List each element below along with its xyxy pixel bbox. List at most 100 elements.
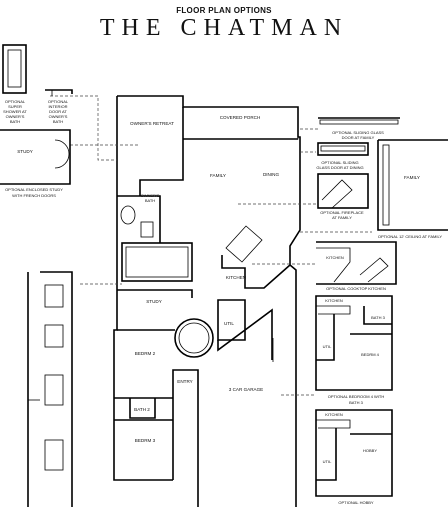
bedroom4-bedrm4-label: BEDRM 4 <box>361 352 380 357</box>
label-owners-retreat: OWNER'S RETREAT <box>130 121 174 126</box>
bedroom4-bath3-label: BATH 3 <box>371 315 385 320</box>
fireplace-hearth <box>321 179 353 209</box>
bedroom4-caption-line1: OPTIONAL BEDROOM 4 WITH <box>328 394 385 399</box>
owners-closet <box>121 242 193 282</box>
round-foyer-inner <box>178 322 210 354</box>
super-shower-line4: OWNER'S <box>6 114 25 119</box>
label-dining: DINING <box>263 172 280 177</box>
label-family: FAMILY <box>210 173 226 178</box>
bedroom4-kitchen-label: KITCHEN <box>325 298 343 303</box>
option-interior-door: OPTIONAL INTERIOR DOOR AT OWNER'S BATH <box>45 89 73 124</box>
enclosed-study-walls <box>0 129 71 185</box>
super-shower-box <box>2 44 27 94</box>
bath2-wall <box>129 398 156 419</box>
left-strip-window-1 <box>44 284 64 308</box>
left-strip-wall <box>40 271 73 507</box>
label-bedrm3: BEDRM 3 <box>135 438 156 443</box>
label-bath2: BATH 2 <box>134 407 150 412</box>
interior-door-line2: INTERIOR <box>48 104 67 109</box>
main-outer-wall-right <box>117 95 301 507</box>
sliding-family-line2: DOOR AT FAMILY <box>342 135 375 140</box>
plan-subtitle: FLOOR PLAN OPTIONS <box>176 6 272 15</box>
interior-door-line3: DOOR AT <box>49 109 67 114</box>
kitchen-counter <box>221 255 291 289</box>
super-shower-line2: SUPER <box>8 104 22 109</box>
hobby-caption: OPTIONAL HOBBY <box>338 500 374 505</box>
label-kitchen: KITCHEN <box>226 275 246 280</box>
enclosed-study-line1: OPTIONAL ENCLOSED STUDY <box>5 187 63 192</box>
fireplace-line2: AT FAMILY <box>332 215 352 220</box>
cooktop-counter <box>316 247 351 283</box>
study-wall <box>117 289 193 298</box>
hobby-room-label: HOBBY <box>363 448 377 453</box>
bedroom4-walls <box>315 295 393 391</box>
fireplace-line1: OPTIONAL FIREPLACE <box>320 210 364 215</box>
label-owners-bath-line1: OWNER'S <box>141 193 160 198</box>
bedroom4-kitchen-counter <box>316 305 351 315</box>
super-shower-stall <box>7 49 22 88</box>
leader-shower <box>50 95 117 161</box>
interior-door-wall <box>45 89 73 94</box>
hobby-kitchen-label: KITCHEN <box>325 412 343 417</box>
ceiling-family-label: FAMILY <box>404 175 420 180</box>
enclosed-study-line2: WITH FRENCH DOORS <box>12 193 56 198</box>
interior-door-line4: OWNER'S <box>49 114 68 119</box>
ceiling-caption: OPTIONAL 12' CEILING AT FAMILY <box>378 234 443 239</box>
ceiling-left-wall <box>377 140 448 231</box>
owners-bath-wall <box>117 195 161 243</box>
bath3-wall <box>363 306 392 325</box>
hobby-util-wall <box>316 428 337 481</box>
option-super-shower: OPTIONAL SUPER SHOWER AT OWNER'S BATH <box>2 44 27 124</box>
option-ceiling: FAMILY OPTIONAL 12' CEILING AT FAMILY <box>377 139 448 239</box>
label-entry: ENTRY <box>177 379 193 384</box>
label-util: UTIL <box>224 321 234 326</box>
hobby-util-label: UTIL <box>323 459 332 464</box>
option-sliding-family: OPTIONAL SLIDING GLASS DOOR AT FAMILY <box>318 117 400 140</box>
super-shower-line3: SHOWER AT <box>3 109 27 114</box>
label-covered-porch: COVERED PORCH <box>220 115 261 120</box>
interior-door-line5: BATH <box>53 119 63 124</box>
hobby-kitchen-counter <box>316 419 351 429</box>
label-study: STUDY <box>146 299 162 304</box>
sliding-dining-line2: GLASS DOOR AT DINING <box>316 165 363 170</box>
retreat-wall <box>139 107 184 196</box>
french-door-swing-1 <box>54 139 70 155</box>
bedroom4-util-wall <box>316 314 335 361</box>
entry-wall <box>172 369 199 507</box>
util-room <box>217 299 246 341</box>
french-door-swing-2 <box>54 153 70 169</box>
cooktop-kitchen-label: KITCHEN <box>326 255 344 260</box>
sliding-family-line1: OPTIONAL SLIDING GLASS <box>332 130 384 135</box>
fireplace-box <box>317 173 369 209</box>
enclosed-study-room-label: STUDY <box>17 149 33 154</box>
left-strip-window-3 <box>44 374 64 406</box>
sliding-dining-door <box>320 145 366 152</box>
bath-tub <box>120 205 136 225</box>
cooktop-island <box>359 257 389 283</box>
option-enclosed-study: STUDY OPTIONAL ENCLOSED STUDY WITH FRENC… <box>0 129 71 198</box>
super-shower-line5: BATH <box>10 119 20 124</box>
main-outer-wall-left <box>113 96 173 481</box>
option-bedroom4: KITCHEN BATH 3 UTIL BEDRM 4 OPTIONAL BED… <box>315 295 393 405</box>
label-owners-bath-line2: BATH <box>145 198 155 203</box>
option-cooktop: KITCHEN OPTIONAL COOKTOP KITCHEN <box>316 241 397 291</box>
left-strip-window-4 <box>44 439 64 471</box>
covered-porch-outline <box>182 106 299 140</box>
cooktop-caption: OPTIONAL COOKTOP KITCHEN <box>326 286 386 291</box>
cooktop-walls <box>316 241 397 285</box>
label-bedrm2: BEDRM 2 <box>135 351 156 356</box>
left-elevation-strip <box>27 271 73 507</box>
round-foyer <box>174 318 214 358</box>
bedroom4-caption-line2: BATH 3 <box>349 400 363 405</box>
plan-title: THE CHATMAN <box>99 15 349 41</box>
bedroom4-util-label: UTIL <box>323 344 332 349</box>
option-hobby: KITCHEN HOBBY UTIL OPTIONAL HOBBY <box>315 409 393 505</box>
sliding-dining-line1: OPTIONAL SLIDING <box>321 160 358 165</box>
option-fireplace: OPTIONAL FIREPLACE AT FAMILY <box>317 173 369 220</box>
sliding-family-door <box>319 119 399 125</box>
interior-door-line1: OPTIONAL <box>48 99 69 104</box>
garage-wall <box>217 308 273 360</box>
kitchen-island <box>225 225 263 263</box>
sliding-dining-box <box>317 142 369 156</box>
